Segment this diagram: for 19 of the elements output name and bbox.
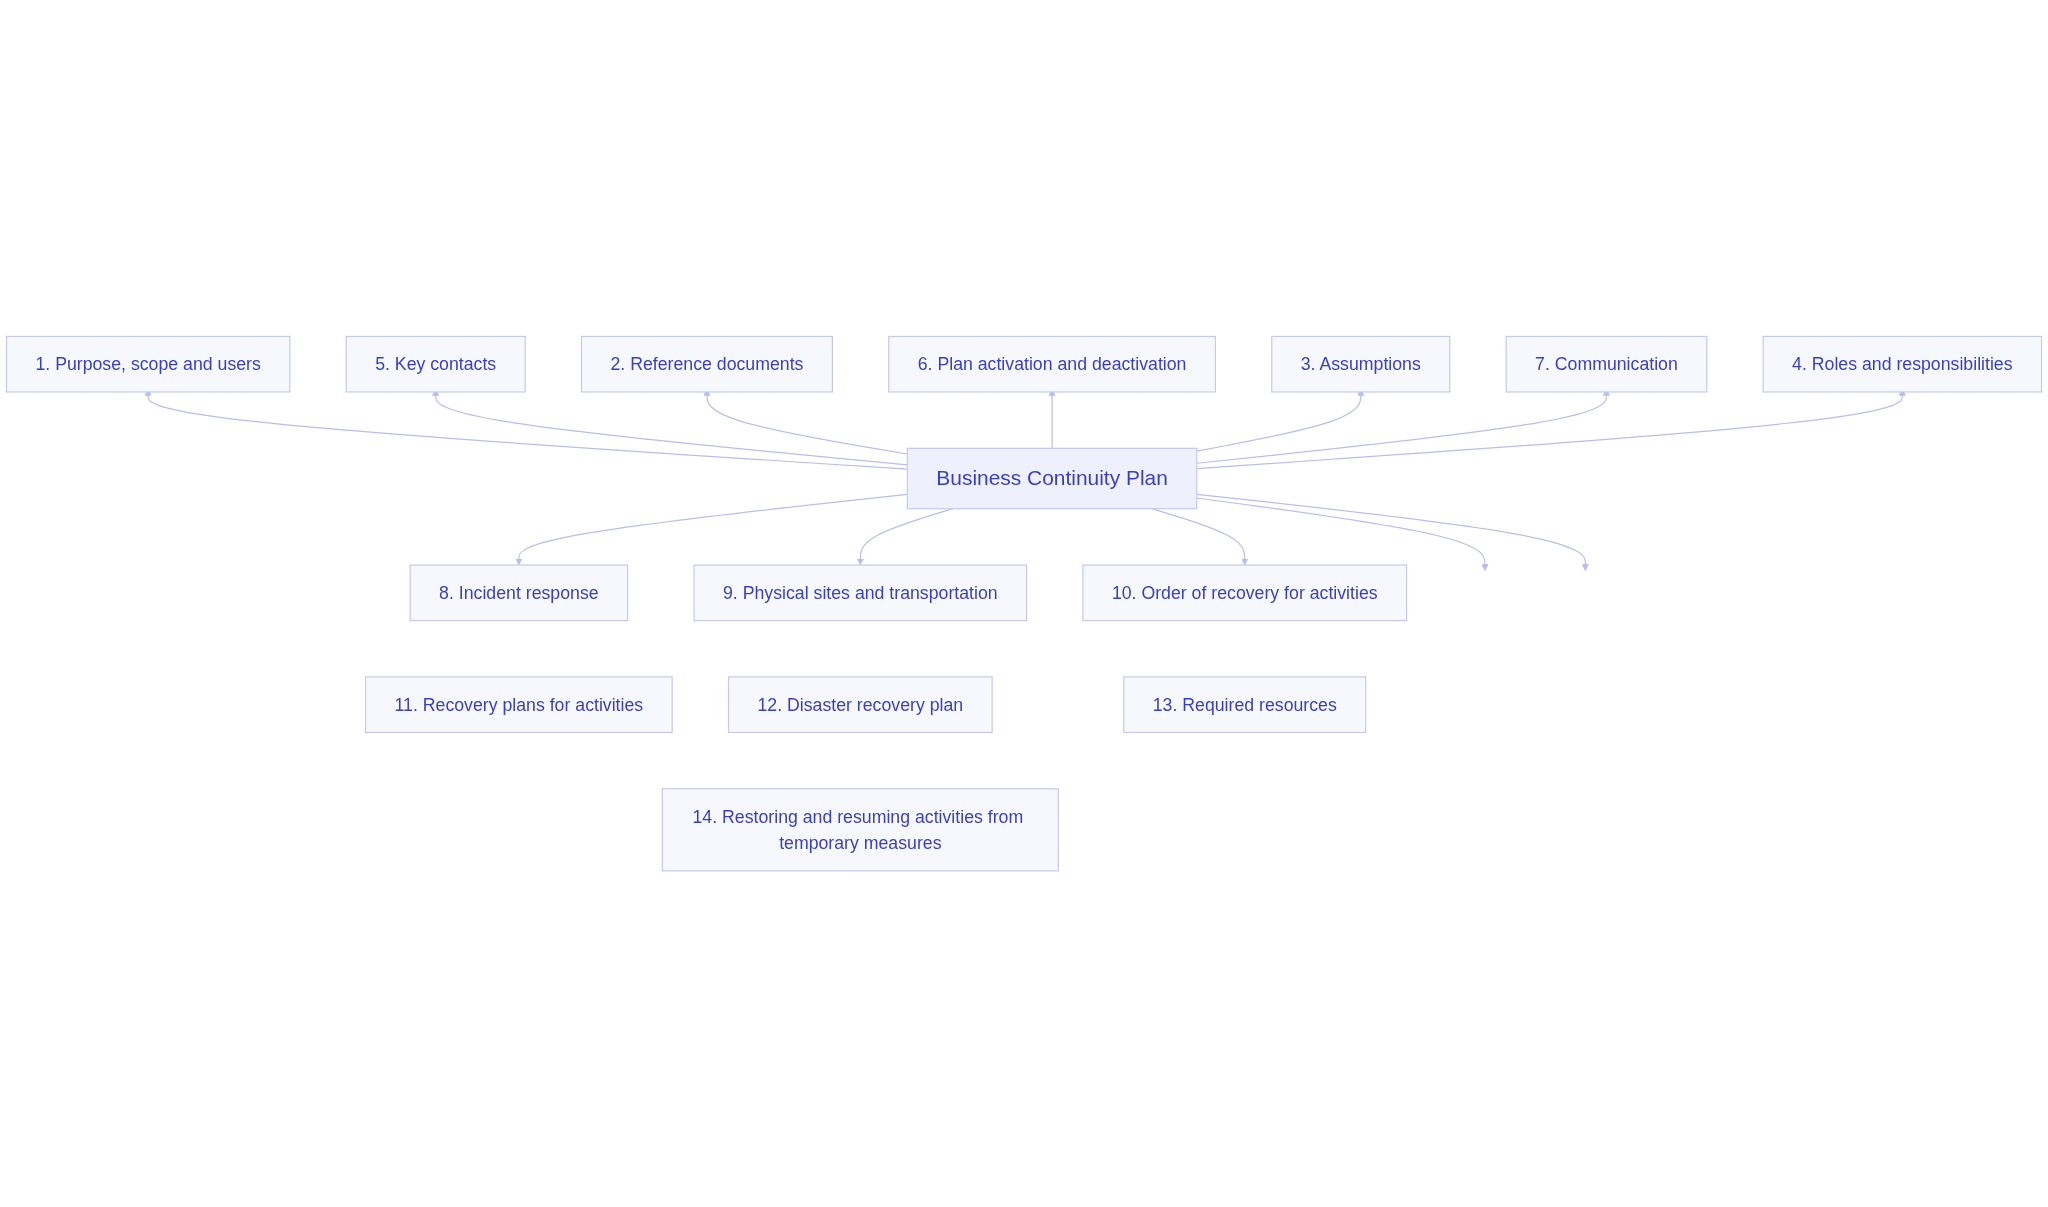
node-box: 1. Purpose, scope and users <box>5 335 291 393</box>
node-box: 3. Assumptions <box>1271 335 1451 393</box>
node-box: 13. Required resources <box>1123 676 1367 733</box>
node-box: 10. Order of recovery for activities <box>1082 564 1408 621</box>
node-box: 11. Recovery plans for activities <box>364 676 673 733</box>
node-box: 4. Roles and responsibilities <box>1762 335 2043 393</box>
node-box: 6. Plan activation and deactivation <box>888 335 1216 393</box>
node-box: 7. Communication <box>1505 335 1708 393</box>
arrow <box>1151 507 1249 566</box>
node-box: 14. Restoring and resuming activities from temporary measures <box>661 788 1059 872</box>
node-box: Business Continuity Plan <box>906 447 1198 510</box>
node-box: 2. Reference documents <box>580 335 833 393</box>
node-box: 5. Key contacts <box>345 335 526 393</box>
arrow <box>1196 493 1589 571</box>
node-box: 9. Physical sites and transportation <box>693 564 1028 621</box>
node-box: 8. Incident response <box>409 564 629 621</box>
arrow <box>1196 497 1489 571</box>
arrow <box>515 493 908 566</box>
node-box: 12. Disaster recovery plan <box>727 676 993 733</box>
